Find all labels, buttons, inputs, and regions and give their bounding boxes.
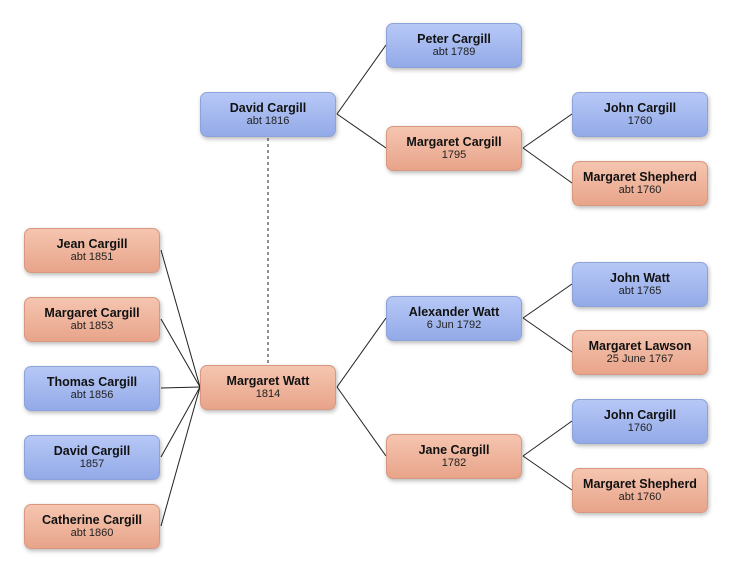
person-date: 1814 [255, 388, 281, 400]
person-date: abt 1851 [70, 251, 114, 263]
person-name: Margaret Watt [226, 374, 310, 388]
parent-link [522, 113, 573, 149]
person-name: David Cargill [229, 101, 307, 115]
person-card-catherine-cargill[interactable]: Catherine Cargill abt 1860 [24, 504, 160, 549]
person-name: Alexander Watt [408, 305, 500, 319]
parent-link [336, 386, 387, 457]
person-card-margaret-cargill-1853[interactable]: Margaret Cargill abt 1853 [24, 297, 160, 342]
person-card-john-cargill-a[interactable]: John Cargill 1760 [572, 92, 708, 137]
person-date: abt 1760 [618, 184, 662, 196]
person-name: Margaret Lawson [588, 339, 692, 353]
person-name: David Cargill [53, 444, 131, 458]
person-name: Catherine Cargill [41, 513, 143, 527]
person-card-jean-cargill[interactable]: Jean Cargill abt 1851 [24, 228, 160, 273]
person-date: abt 1860 [70, 527, 114, 539]
person-name: Margaret Shepherd [583, 170, 697, 184]
person-date: 6 Jun 1792 [426, 319, 482, 331]
parent-link [522, 455, 573, 491]
person-card-john-watt[interactable]: John Watt abt 1765 [572, 262, 708, 307]
person-name: Thomas Cargill [46, 375, 138, 389]
person-name: John Cargill [603, 408, 677, 422]
person-date: abt 1853 [70, 320, 114, 332]
person-card-jane-cargill[interactable]: Jane Cargill 1782 [386, 434, 522, 479]
person-date: abt 1856 [70, 389, 114, 401]
person-name: Jane Cargill [418, 443, 490, 457]
person-date: 25 June 1767 [606, 353, 674, 365]
child-link [160, 249, 201, 388]
person-card-margaret-shepherd-a[interactable]: Margaret Shepherd abt 1760 [572, 161, 708, 206]
person-date: 1857 [79, 458, 105, 470]
person-card-thomas-cargill[interactable]: Thomas Cargill abt 1856 [24, 366, 160, 411]
person-card-alexander-watt[interactable]: Alexander Watt 6 Jun 1792 [386, 296, 522, 341]
parent-link [522, 147, 573, 184]
person-card-david-cargill-1816[interactable]: David Cargill abt 1816 [200, 92, 336, 137]
child-link [160, 386, 201, 527]
person-name: Margaret Cargill [44, 306, 140, 320]
person-card-margaret-shepherd-b[interactable]: Margaret Shepherd abt 1760 [572, 468, 708, 513]
person-date: abt 1789 [432, 46, 476, 58]
child-link [160, 386, 201, 458]
person-date: abt 1816 [246, 115, 290, 127]
person-name: John Cargill [603, 101, 677, 115]
person-name: John Watt [610, 271, 670, 285]
person-card-margaret-cargill-1795[interactable]: Margaret Cargill 1795 [386, 126, 522, 171]
child-link [160, 386, 201, 389]
parent-link [522, 420, 573, 457]
person-date: 1760 [627, 422, 653, 434]
child-link [160, 318, 201, 388]
person-name: Margaret Shepherd [583, 477, 697, 491]
person-card-margaret-lawson[interactable]: Margaret Lawson 25 June 1767 [572, 330, 708, 375]
parent-link [522, 283, 573, 319]
person-card-margaret-watt[interactable]: Margaret Watt 1814 [200, 365, 336, 410]
person-card-david-cargill-1857[interactable]: David Cargill 1857 [24, 435, 160, 480]
person-name: Margaret Cargill [406, 135, 502, 149]
parent-link [522, 317, 573, 353]
person-date: abt 1760 [618, 491, 662, 503]
person-card-john-cargill-b[interactable]: John Cargill 1760 [572, 399, 708, 444]
parent-link [336, 317, 387, 388]
person-date: 1782 [441, 457, 467, 469]
parent-link [336, 113, 387, 149]
person-date: 1795 [441, 149, 467, 161]
person-name: Jean Cargill [56, 237, 128, 251]
person-card-peter-cargill[interactable]: Peter Cargill abt 1789 [386, 23, 522, 68]
person-date: 1760 [627, 115, 653, 127]
parent-link [336, 44, 387, 115]
person-name: Peter Cargill [417, 32, 491, 46]
person-date: abt 1765 [618, 285, 662, 297]
